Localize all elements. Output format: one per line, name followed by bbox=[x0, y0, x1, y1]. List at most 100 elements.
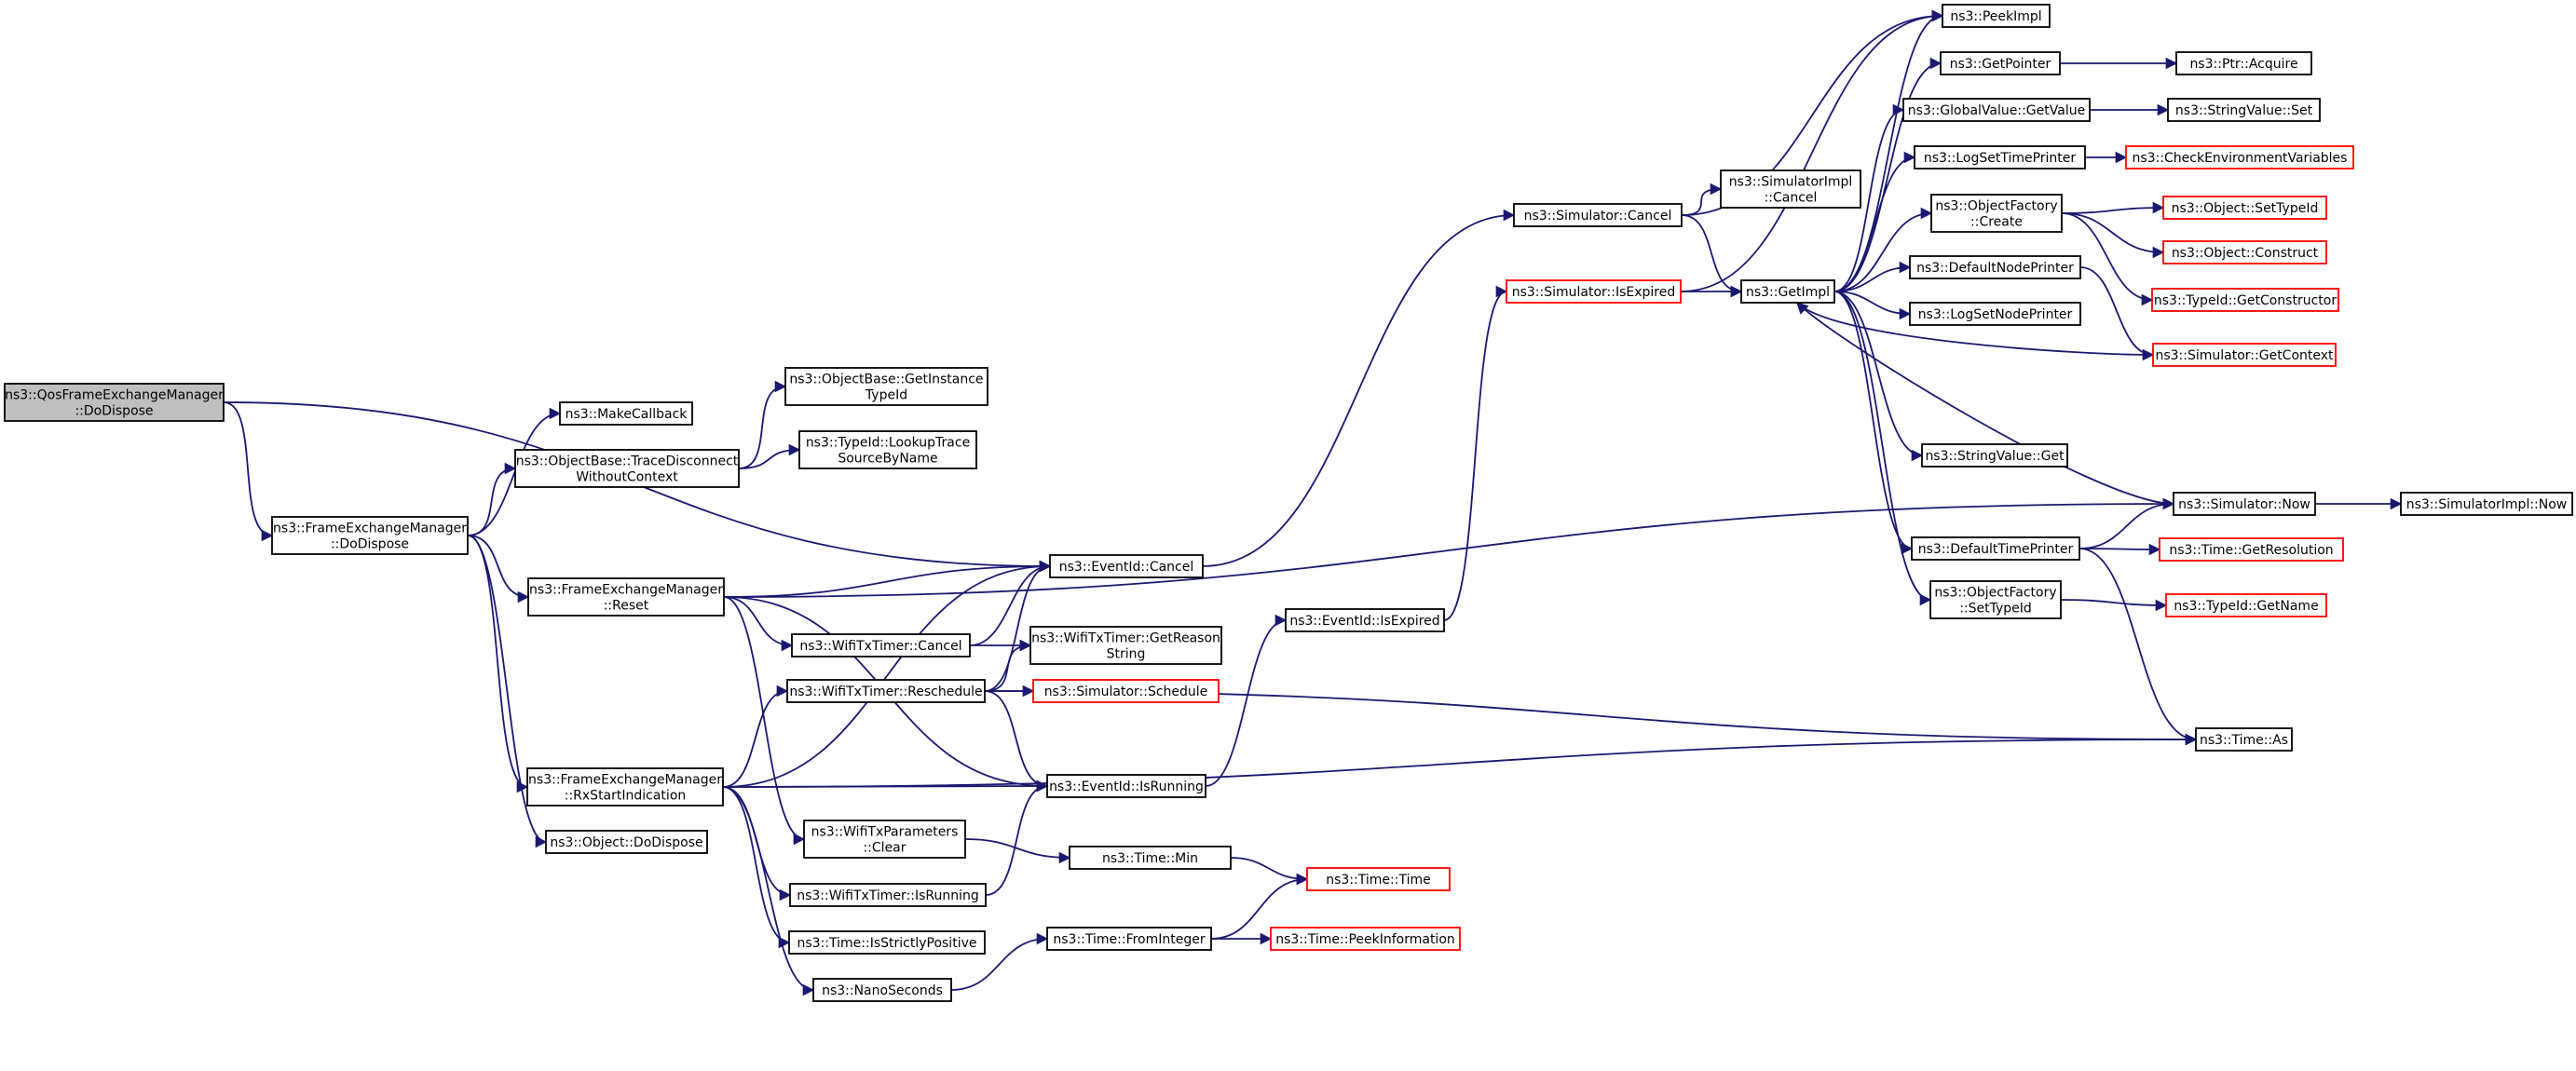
edge-fem-dispose-to-fem-reset bbox=[467, 535, 530, 603]
graph-node-object-construct[interactable]: ns3::Object::Construct bbox=[2162, 240, 2327, 264]
node-label: ns3::QosFrameExchangeManager bbox=[5, 388, 224, 403]
edge-fem-rxstart-to-wtt-reschedule bbox=[722, 685, 789, 788]
edge-getimpl-to-logsettimeprinter bbox=[1833, 151, 1916, 292]
edge-defaulttimeprinter-to-sim-now bbox=[2079, 497, 2175, 549]
graph-node-time-getresolution[interactable]: ns3::Time::GetResolution bbox=[2159, 537, 2344, 562]
graph-node-object-settypeid[interactable]: ns3::Object::SetTypeId bbox=[2162, 196, 2327, 220]
graph-node-makecallback[interactable]: ns3::MakeCallback bbox=[559, 401, 693, 426]
node-label: ns3::GetPointer bbox=[1950, 57, 2051, 72]
graph-node-eventid-cancel[interactable]: ns3::EventId::Cancel bbox=[1049, 554, 1204, 578]
graph-node-fem-rxstart[interactable]: ns3::FrameExchangeManager::RxStartIndica… bbox=[526, 767, 724, 807]
graph-node-sim-getcontext[interactable]: ns3::Simulator::GetContext bbox=[2152, 343, 2337, 367]
node-box bbox=[786, 679, 986, 703]
edge-fem-dispose-to-fem-rxstart bbox=[467, 535, 529, 793]
nodes-layer: ns3::QosFrameExchangeManager::DoDisposen… bbox=[4, 4, 2573, 1002]
node-label: ns3::WifiTxTimer::IsRunning bbox=[797, 888, 979, 903]
edge-getimpl-to-defaultnodeprinter bbox=[1833, 261, 1912, 292]
graph-node-globalvalue-getvalue[interactable]: ns3::GlobalValue::GetValue bbox=[1902, 98, 2091, 122]
graph-node-time-isstrictlypositive[interactable]: ns3::Time::IsStrictlyPositive bbox=[788, 930, 986, 955]
node-box bbox=[2152, 343, 2337, 367]
node-box bbox=[789, 883, 987, 907]
node-box bbox=[1902, 98, 2091, 122]
edge-defaulttimeprinter-to-time-as bbox=[2079, 548, 2198, 746]
node-label: ::DoDispose bbox=[331, 537, 409, 552]
node-label: ns3::Object::Construct bbox=[2172, 246, 2319, 261]
graph-node-defaulttimeprinter[interactable]: ns3::DefaultTimePrinter bbox=[1911, 536, 2080, 561]
node-box bbox=[2151, 288, 2339, 312]
graph-node-wtp-clear[interactable]: ns3::WifiTxParameters::Clear bbox=[803, 820, 966, 859]
graph-node-checkenv[interactable]: ns3::CheckEnvironmentVariables bbox=[2125, 145, 2354, 169]
graph-node-logsetnodeprinter[interactable]: ns3::LogSetNodePrinter bbox=[1909, 302, 2081, 326]
graph-node-simimpl-now[interactable]: ns3::SimulatorImpl::Now bbox=[2400, 492, 2573, 516]
node-box bbox=[1909, 255, 2081, 279]
edge-fem-rxstart-to-eventid-cancel bbox=[722, 560, 1052, 788]
node-label: String bbox=[1107, 647, 1146, 662]
edge-nanoseconds-to-time-frominteger bbox=[950, 932, 1049, 991]
node-box bbox=[2162, 196, 2327, 220]
node-box bbox=[1929, 580, 2062, 619]
graph-node-nanoseconds[interactable]: ns3::NanoSeconds bbox=[812, 978, 952, 1002]
graph-node-sim-isexpired[interactable]: ns3::Simulator::IsExpired bbox=[1506, 279, 1682, 304]
graph-node-wtt-cancel[interactable]: ns3::WifiTxTimer::Cancel bbox=[791, 633, 971, 658]
graph-node-fem-reset[interactable]: ns3::FrameExchangeManager::Reset bbox=[527, 577, 725, 617]
node-box bbox=[803, 820, 966, 859]
node-label: ns3::FrameExchangeManager bbox=[529, 583, 723, 598]
graph-node-stringvalue-get[interactable]: ns3::StringValue::Get bbox=[1921, 443, 2068, 468]
graph-node-time-as[interactable]: ns3::Time::As bbox=[2195, 727, 2293, 752]
node-label: ns3::ObjectFactory bbox=[1934, 586, 2056, 601]
node-label: ns3::Simulator::IsExpired bbox=[1512, 285, 1676, 300]
graph-node-ptr-acquire[interactable]: ns3::Ptr::Acquire bbox=[2175, 51, 2312, 75]
graph-node-tracedisconnect[interactable]: ns3::ObjectBase::TraceDisconnectWithoutC… bbox=[514, 449, 740, 488]
node-box bbox=[1029, 626, 1222, 665]
graph-node-sim-schedule[interactable]: ns3::Simulator::Schedule bbox=[1032, 679, 1220, 703]
graph-node-logsettimeprinter[interactable]: ns3::LogSetTimePrinter bbox=[1914, 145, 2086, 169]
graph-node-sim-now[interactable]: ns3::Simulator::Now bbox=[2173, 492, 2316, 516]
edge-fem-dispose-to-tracedisconnect bbox=[467, 462, 517, 536]
graph-node-root[interactable]: ns3::QosFrameExchangeManager::DoDispose bbox=[4, 383, 225, 422]
node-box bbox=[1921, 443, 2068, 468]
node-label: ::SetTypeId bbox=[1959, 602, 2032, 617]
graph-node-wtt-reschedule[interactable]: ns3::WifiTxTimer::Reschedule bbox=[786, 679, 986, 703]
node-label: ns3::StringValue::Get bbox=[1925, 449, 2065, 464]
graph-node-wtt-isrunning[interactable]: ns3::WifiTxTimer::IsRunning bbox=[789, 883, 987, 907]
node-label: ns3::Object::SetTypeId bbox=[2172, 201, 2319, 216]
node-label: ns3::Object::DoDispose bbox=[550, 835, 702, 850]
graph-node-defaultnodeprinter[interactable]: ns3::DefaultNodePrinter bbox=[1909, 255, 2081, 279]
node-label: ::RxStartIndication bbox=[565, 789, 687, 804]
graph-node-objectfactory-create[interactable]: ns3::ObjectFactory::Create bbox=[1930, 194, 2063, 233]
graph-node-typeid-getconstructor[interactable]: ns3::TypeId::GetConstructor bbox=[2151, 288, 2339, 312]
node-label: ns3::LogSetTimePrinter bbox=[1924, 151, 2077, 166]
graph-node-getpointer[interactable]: ns3::GetPointer bbox=[1940, 51, 2061, 75]
graph-node-eventid-isrunning[interactable]: ns3::EventId::IsRunning bbox=[1046, 774, 1206, 798]
graph-node-stringvalue-set[interactable]: ns3::StringValue::Set bbox=[2167, 98, 2321, 122]
edge-wtt-reschedule-to-eventid-cancel bbox=[984, 560, 1052, 692]
node-label: ns3::Ptr::Acquire bbox=[2189, 57, 2297, 72]
graph-node-time-min[interactable]: ns3::Time::Min bbox=[1069, 846, 1232, 870]
graph-node-eventid-isexpired[interactable]: ns3::EventId::IsExpired bbox=[1285, 608, 1445, 632]
graph-node-time-frominteger[interactable]: ns3::Time::FromInteger bbox=[1046, 927, 1212, 951]
node-label: ::Create bbox=[1970, 215, 2023, 230]
edge-wtt-reschedule-to-wtt-getreason bbox=[984, 639, 1032, 692]
graph-node-typeid-getname[interactable]: ns3::TypeId::GetName bbox=[2165, 593, 2327, 617]
graph-node-peekimpl[interactable]: ns3::PeekImpl bbox=[1942, 4, 2051, 28]
graph-node-time-peekinformation[interactable]: ns3::Time::PeekInformation bbox=[1270, 927, 1461, 951]
edge-time-min-to-time-time bbox=[1230, 857, 1309, 886]
graph-node-time-time[interactable]: ns3::Time::Time bbox=[1306, 867, 1451, 891]
node-label: ns3::Simulator::Cancel bbox=[1524, 209, 1672, 224]
graph-node-sim-cancel[interactable]: ns3::Simulator::Cancel bbox=[1513, 203, 1683, 227]
edge-sim-cancel-to-getimpl bbox=[1681, 214, 1743, 298]
graph-node-simimpl-cancel[interactable]: ns3::SimulatorImpl::Cancel bbox=[1720, 169, 1861, 209]
graph-node-object-dodispose[interactable]: ns3::Object::DoDispose bbox=[545, 830, 708, 854]
edge-getimpl-to-logsetnodeprinter bbox=[1833, 291, 1912, 320]
node-label: WithoutContext bbox=[576, 470, 678, 485]
node-box bbox=[1914, 145, 2086, 169]
graph-node-fem-dispose[interactable]: ns3::FrameExchangeManager::DoDispose bbox=[271, 516, 469, 555]
node-label: ns3::GlobalValue::GetValue bbox=[1908, 103, 2085, 118]
node-label: ns3::EventId::IsRunning bbox=[1049, 780, 1204, 794]
graph-node-getimpl[interactable]: ns3::GetImpl bbox=[1740, 279, 1835, 304]
graph-node-objectfactory-settypeid[interactable]: ns3::ObjectFactory::SetTypeId bbox=[1929, 580, 2062, 619]
node-label: ns3::SimulatorImpl::Now bbox=[2406, 497, 2568, 512]
